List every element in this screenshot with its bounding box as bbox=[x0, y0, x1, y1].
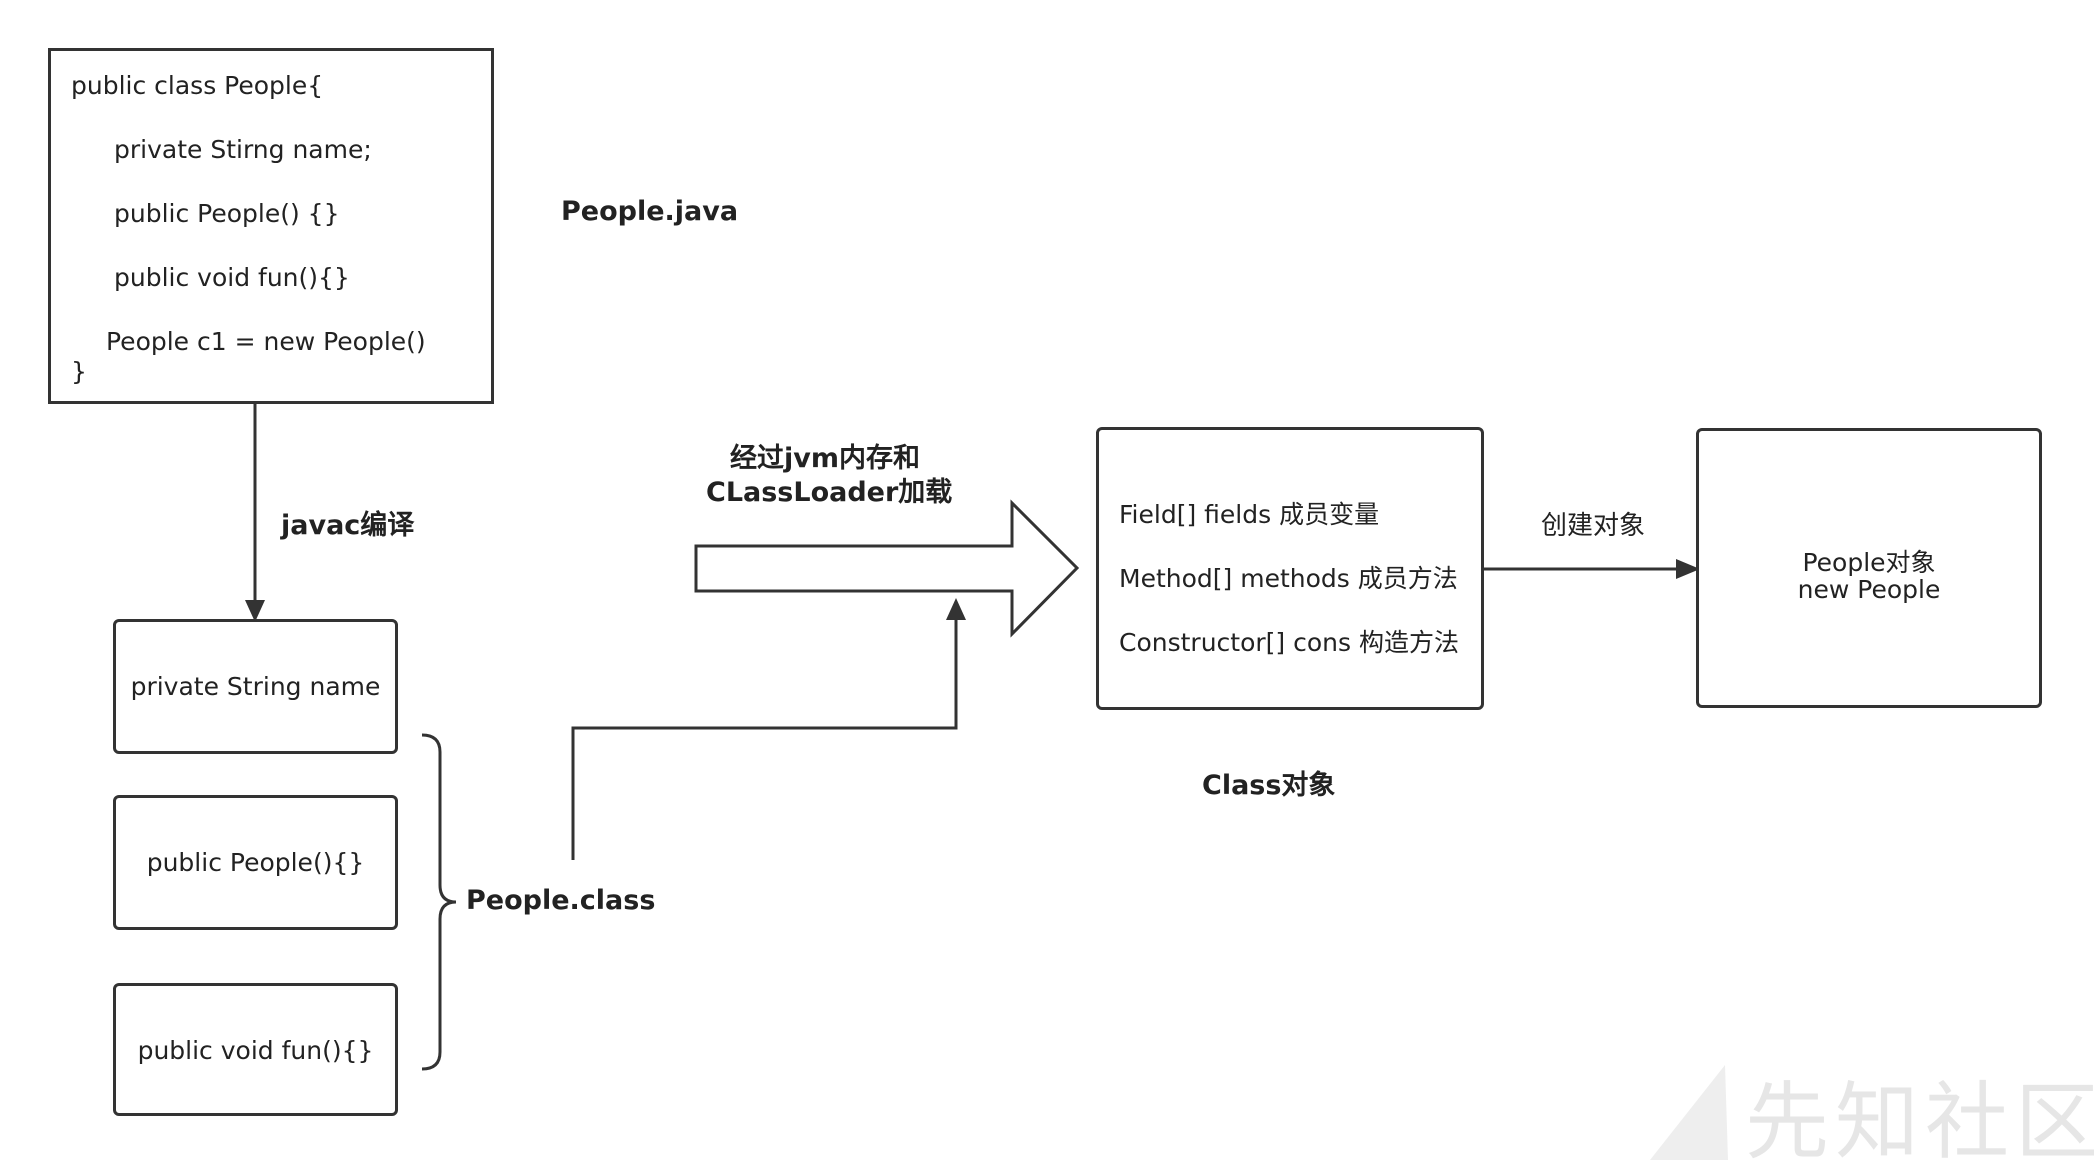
load-label-line1: 经过jvm内存和 bbox=[730, 443, 920, 474]
load-big-arrow bbox=[694, 499, 1080, 638]
class-object-constructors: Constructor[] cons 构造方法 bbox=[1119, 628, 1459, 657]
create-arrow-head bbox=[1676, 559, 1700, 579]
class-object-fields: Field[] fields 成员变量 bbox=[1119, 500, 1380, 529]
source-line-constructor: public People() {} bbox=[114, 199, 340, 228]
class-to-loader-head bbox=[946, 598, 966, 620]
class-object-box: Field[] fields 成员变量 Method[] methods 成员方… bbox=[1096, 427, 1484, 710]
class-part-method-box: public void fun(){} bbox=[113, 983, 398, 1116]
class-part-field-box: private String name bbox=[113, 619, 398, 754]
class-object-caption: Class对象 bbox=[1202, 770, 1336, 801]
source-line-class-decl: public class People{ bbox=[71, 71, 324, 100]
watermark-logo-icon bbox=[1650, 1065, 1728, 1160]
source-line-field: private Stirng name; bbox=[114, 135, 372, 164]
class-part-method-text: public void fun(){} bbox=[137, 1036, 374, 1065]
source-file-caption: People.java bbox=[561, 196, 739, 227]
class-part-constructor-box: public People(){} bbox=[113, 795, 398, 930]
create-object-label: 创建对象 bbox=[1541, 511, 1646, 541]
compile-label: javac编译 bbox=[281, 510, 415, 541]
source-line-instance: People c1 = new People() bbox=[106, 327, 426, 356]
people-object-line2: new People bbox=[1797, 575, 1941, 604]
people-object-line1: People对象 bbox=[1802, 548, 1936, 577]
class-parts-brace bbox=[421, 733, 457, 1071]
source-line-close-brace: } bbox=[71, 357, 87, 386]
class-part-field-text: private String name bbox=[130, 672, 381, 701]
class-to-loader-line bbox=[571, 620, 958, 860]
class-part-constructor-text: public People(){} bbox=[146, 848, 365, 877]
source-code-box: public class People{ private Stirng name… bbox=[48, 48, 494, 404]
class-object-methods: Method[] methods 成员方法 bbox=[1119, 564, 1458, 593]
source-line-method: public void fun(){} bbox=[114, 263, 350, 292]
people-object-box: People对象 new People bbox=[1696, 428, 2042, 708]
watermark-text: 先知社区 bbox=[1745, 1073, 2094, 1171]
class-file-label: People.class bbox=[466, 885, 656, 916]
compile-arrow-head bbox=[245, 600, 265, 622]
load-label-line2: CLassLoader加载 bbox=[706, 477, 953, 508]
